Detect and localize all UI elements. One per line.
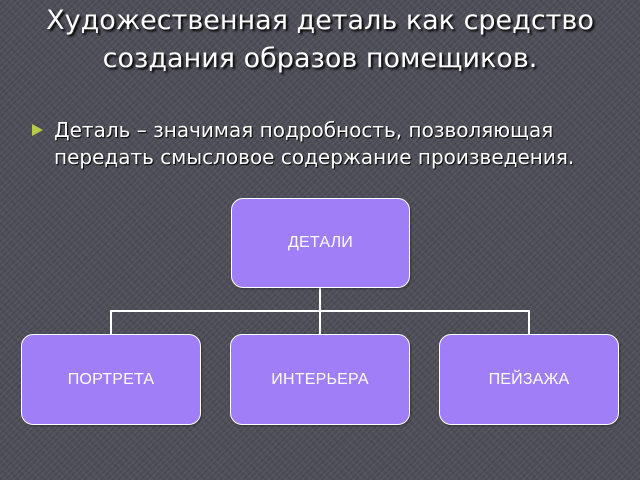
- diagram-node-label: ПОРТРЕТА: [67, 370, 155, 388]
- diagram-node-root: ДЕТАЛИ: [231, 198, 410, 288]
- diagram-node-label: ДЕТАЛИ: [288, 234, 353, 251]
- diagram-node-interior: ИНТЕРЬЕРА: [230, 334, 410, 425]
- triangle-bullet-icon: [32, 124, 43, 136]
- diagram-node-label: ПЕЙЗАЖА: [488, 370, 570, 388]
- slide-title: Художественная деталь как средство созда…: [46, 5, 594, 74]
- diagram-node-label: ИНТЕРЬЕРА: [271, 370, 369, 388]
- diagram-node-portrait: ПОРТРЕТА: [21, 334, 201, 425]
- diagram-node-landscape: ПЕЙЗАЖА: [439, 334, 619, 425]
- bullet-text: Деталь – значимая подробность, позволяющ…: [54, 118, 575, 169]
